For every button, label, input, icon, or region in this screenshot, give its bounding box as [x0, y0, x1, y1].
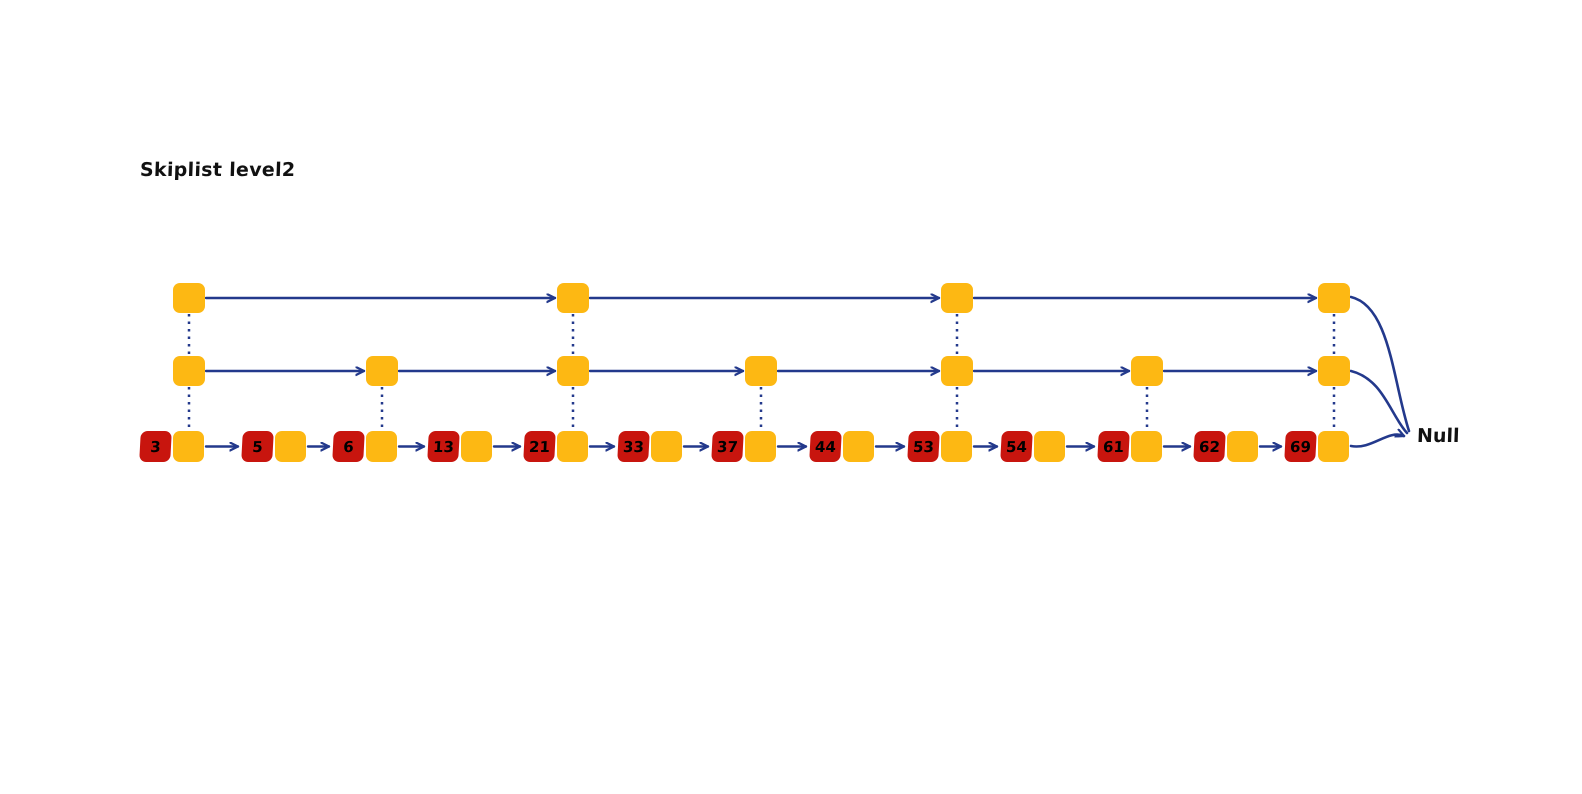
pointer-cell-level0 [173, 431, 204, 462]
value-cell: 5 [241, 431, 274, 462]
value-cell: 69 [1284, 431, 1317, 462]
pointer-cell-level0 [1131, 431, 1162, 462]
value-cell: 61 [1097, 431, 1130, 462]
pointer-cell-level0 [843, 431, 874, 462]
pointer-cell-level2 [941, 283, 973, 313]
pointer-cell-level1 [745, 356, 777, 386]
pointer-cell-level0 [557, 431, 588, 462]
pointer-cell-level0 [745, 431, 776, 462]
value-cell: 53 [907, 431, 940, 462]
value-cell: 33 [617, 431, 650, 462]
pointer-cell-level1 [366, 356, 398, 386]
pointer-cell-level1 [1318, 356, 1350, 386]
value-cell: 3 [139, 431, 172, 462]
pointer-cell-level0 [1318, 431, 1349, 462]
pointer-cell-level0 [1227, 431, 1258, 462]
pointer-cell-level0 [366, 431, 397, 462]
pointer-cell-level2 [557, 283, 589, 313]
value-cell: 44 [809, 431, 842, 462]
value-cell: 6 [332, 431, 365, 462]
value-cell: 37 [711, 431, 744, 462]
pointer-cell-level1 [941, 356, 973, 386]
pointer-cell-level2 [173, 283, 205, 313]
pointer-cell-level1 [173, 356, 205, 386]
value-cell: 62 [1193, 431, 1226, 462]
pointer-cell-level0 [1034, 431, 1065, 462]
pointer-cell-level0 [461, 431, 492, 462]
pointer-cell-level2 [1318, 283, 1350, 313]
null-curve-level1 [1349, 369, 1409, 435]
null-curve-level2 [1349, 295, 1411, 433]
value-cell: 13 [427, 431, 460, 462]
pointer-cell-level1 [1131, 356, 1163, 386]
pointer-cell-level0 [941, 431, 972, 462]
null-curve-level0 [1349, 435, 1406, 448]
value-cell: 54 [1000, 431, 1033, 462]
pointer-cell-level1 [557, 356, 589, 386]
pointer-cell-level0 [651, 431, 682, 462]
pointer-cell-level0 [275, 431, 306, 462]
value-cell: 21 [523, 431, 556, 462]
null-label: Null [1416, 425, 1460, 447]
